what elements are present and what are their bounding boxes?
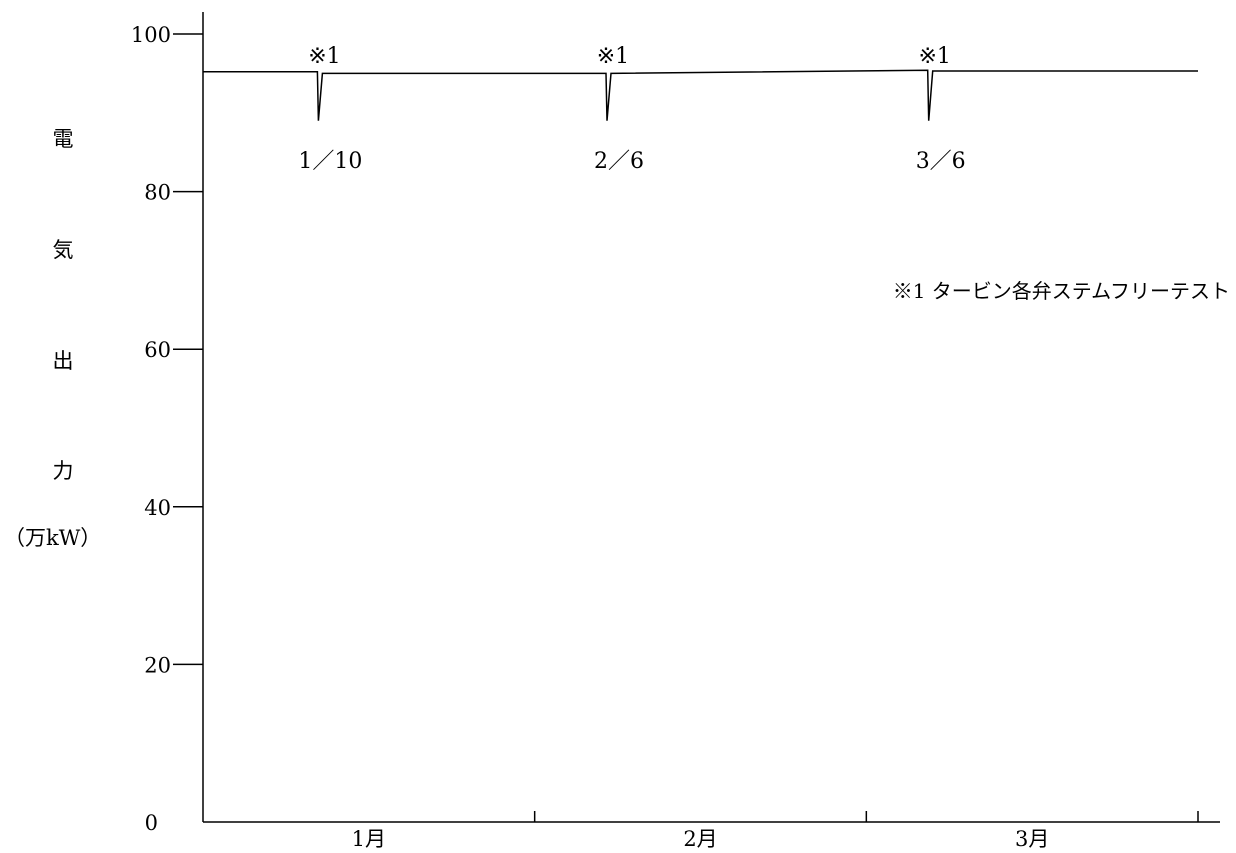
annotation-date: 2／6 [594, 149, 644, 174]
y-tick-label: 80 [144, 181, 171, 205]
y-tick-label: 40 [144, 496, 171, 520]
y-tick-label: 100 [131, 23, 171, 47]
y-label-char: 力 [53, 459, 74, 483]
annotation-mark: ※1 [597, 44, 629, 69]
series-layer [203, 69, 1198, 121]
annotation-mark: ※1 [308, 44, 340, 69]
x-tick-label: 1月 [352, 827, 386, 851]
legend-note: ※1 タービン各弁ステムフリーテスト [893, 279, 1230, 303]
y-axis-unit: （万kW） [4, 526, 101, 550]
y-label-char: 電 [53, 127, 74, 151]
annotation-mark: ※1 [918, 44, 950, 69]
x-tick-label: 2月 [683, 827, 717, 851]
x-tick-label: 3月 [1015, 827, 1049, 851]
y-tick-label: 20 [144, 653, 171, 677]
y-tick-label: 60 [144, 338, 171, 362]
annotations: ※1 1／10 ※1 2／6 ※1 3／6 [298, 44, 965, 174]
annotation-date: 3／6 [916, 149, 966, 174]
series-line [203, 69, 1198, 121]
annotation-date: 1／10 [298, 149, 362, 174]
y-label-char: 出 [53, 349, 74, 373]
x-axis: 1月 2月 3月 [203, 811, 1220, 851]
y-tick-label: 0 [145, 811, 158, 835]
y-axis: 0 20 40 60 80 100 [131, 12, 204, 835]
y-label-char: 気 [53, 238, 74, 262]
